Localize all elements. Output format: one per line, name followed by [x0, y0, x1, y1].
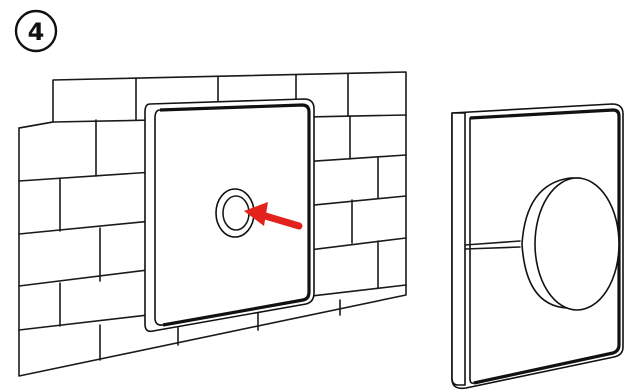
red-arrow-icon — [244, 202, 303, 230]
step-badge: 4 — [14, 9, 58, 53]
mounted-switch-panel — [144, 98, 315, 333]
rear-module-cap — [534, 177, 620, 311]
switch-side-view — [451, 103, 624, 390]
step-number: 4 — [28, 18, 45, 46]
